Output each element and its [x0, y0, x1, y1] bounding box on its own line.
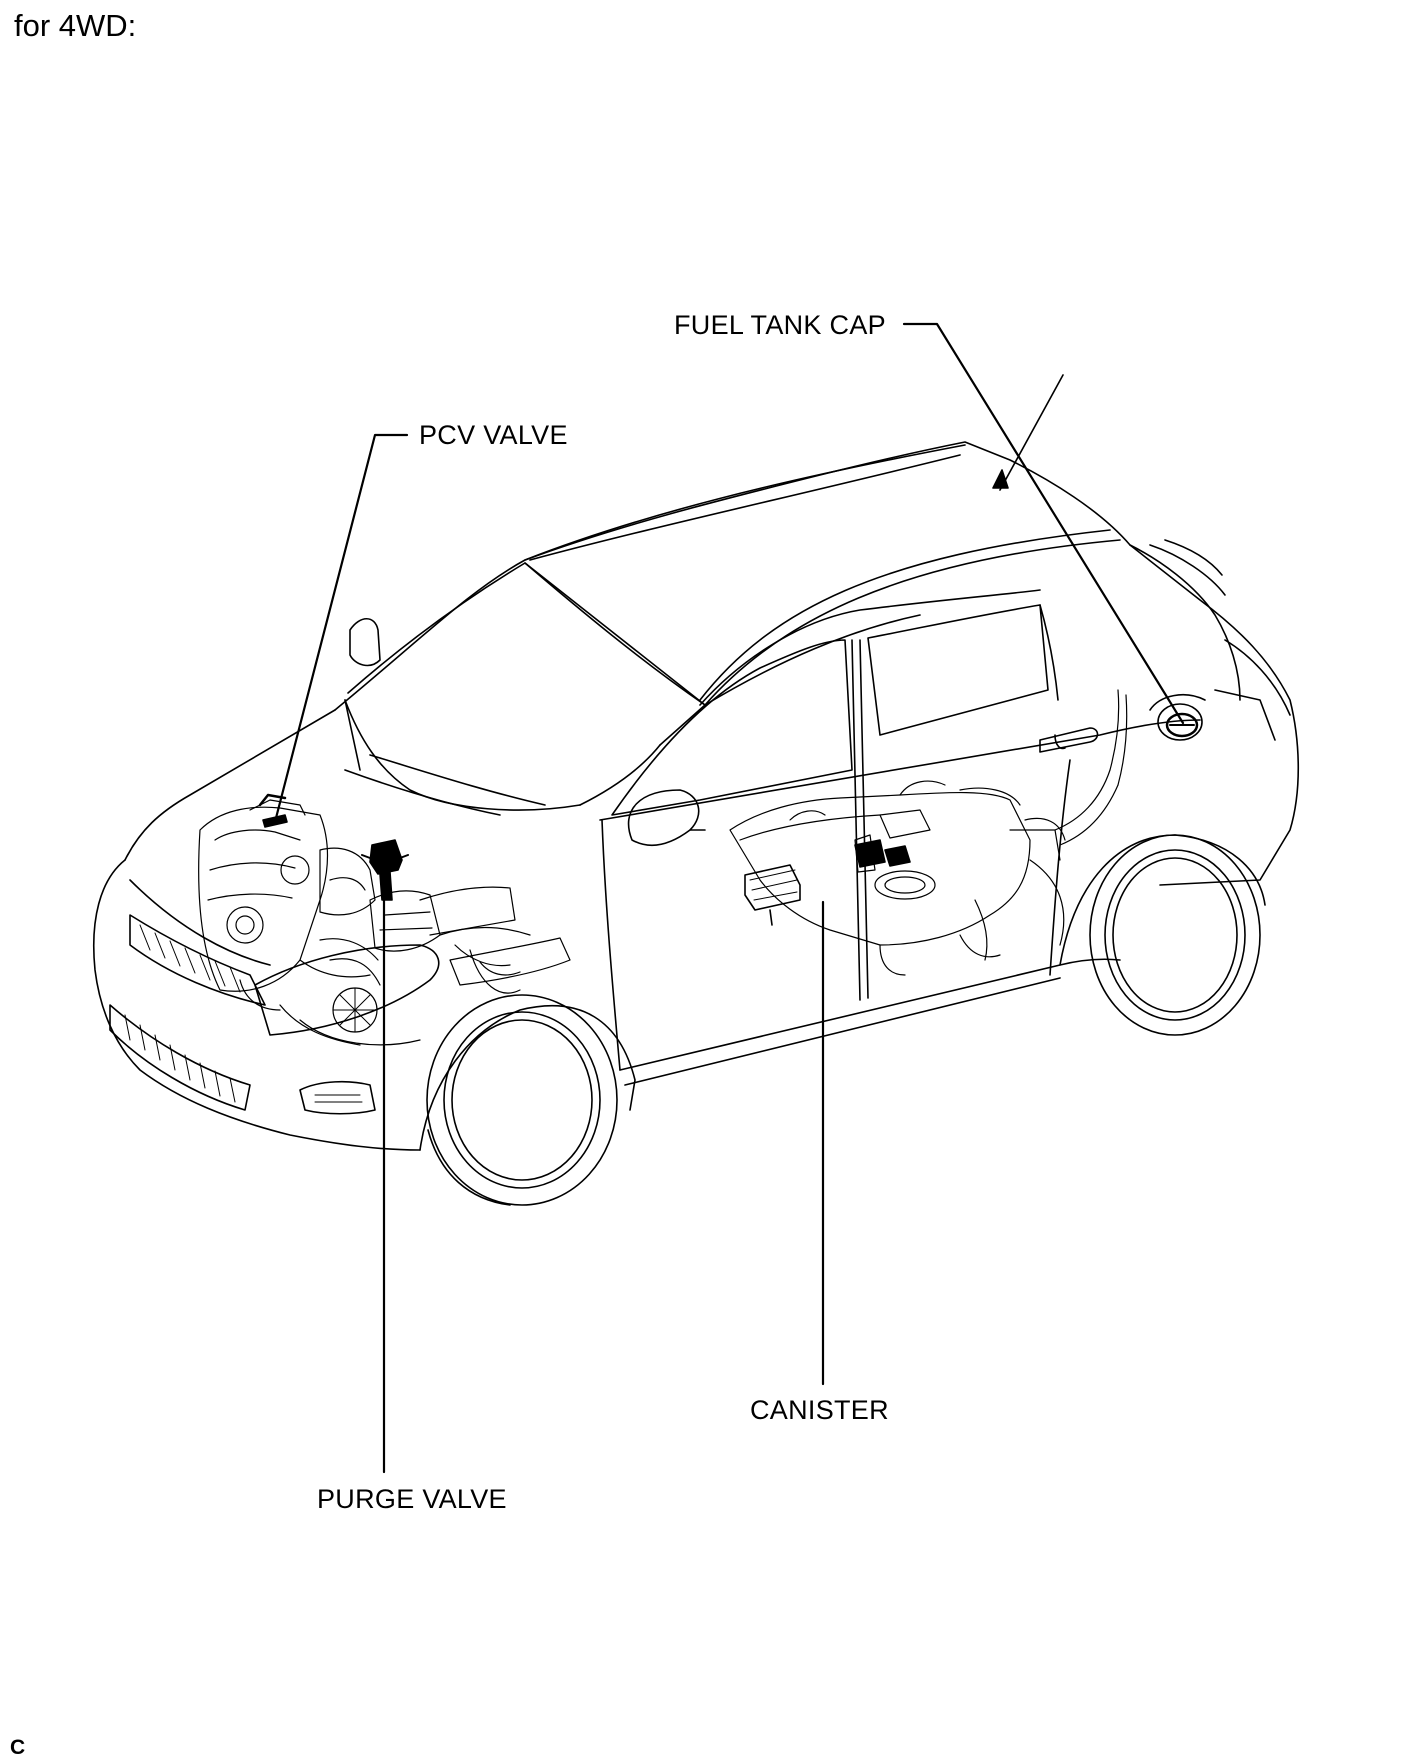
- engine-assembly: [198, 793, 571, 1046]
- label-pcv-valve: PCV VALVE: [419, 420, 568, 450]
- diagram-heading: for 4WD:: [14, 8, 137, 43]
- label-fuel-tank-cap: FUEL TANK CAP: [674, 310, 886, 340]
- figure-code: C: [10, 1736, 26, 1759]
- label-purge-valve: PURGE VALVE: [317, 1484, 507, 1514]
- leader-line-pcv-valve: [274, 433, 409, 820]
- fuel-tank-cap-part: [1149, 694, 1206, 741]
- leader-line-fuel-tank-cap: [902, 322, 1185, 725]
- leader-lines: [274, 322, 1185, 1474]
- canister-part: [744, 839, 911, 926]
- pcv-valve-part: [262, 814, 288, 828]
- label-canister: CANISTER: [750, 1395, 889, 1425]
- car-body-outline: [92, 374, 1300, 1206]
